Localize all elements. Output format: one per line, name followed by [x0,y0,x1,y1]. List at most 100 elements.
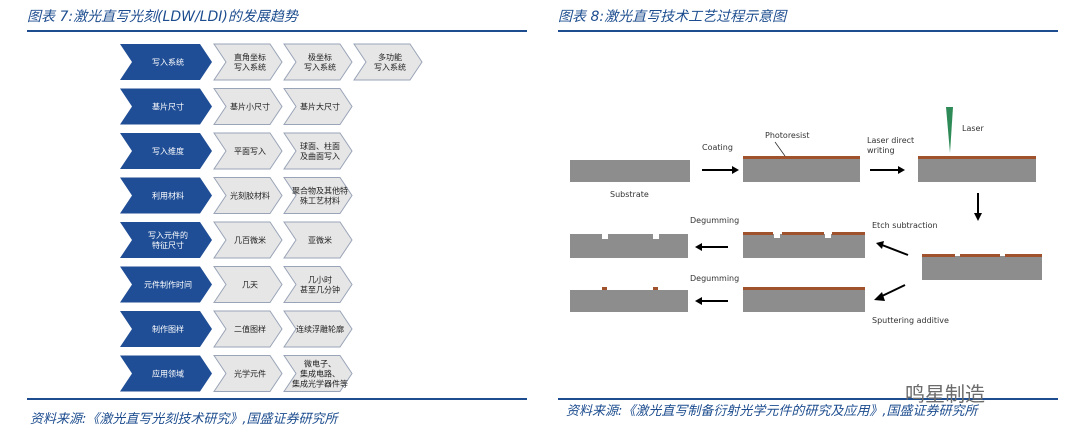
substrate-block-4 [922,256,1042,280]
row-header-label: 写入维度 [152,146,184,156]
deposit-bump-8b [653,287,658,290]
photoresist-layer-3 [918,156,1036,159]
row-cell-label: 光刻胶材料 [230,190,270,200]
row-cell-label: 微电子、集成电路、集成光学器件等 [292,358,348,388]
substrate-block-3 [918,158,1036,182]
trend-row: 基片尺寸基片小尺寸基片大尺寸 [120,88,353,125]
row-header-chevron [120,355,212,392]
row-header-chevron [120,44,212,80]
row-cell-chevron [283,221,353,259]
row-cell-label: 基片大尺寸 [300,101,340,111]
row-cell-label: 几天 [242,280,258,289]
arrow-sputter [879,284,906,298]
row-cell-chevron [213,132,283,170]
trend-row: 写入系统 直角坐标写入系统 极坐标写入系统 多功能写入系统 [120,43,423,81]
row-header-label: 基片尺寸 [152,101,184,111]
left-figure-source: 资料来源:《激光直写光刻技术研究》,国盛证券研究所 [30,412,338,427]
row-cell-chevron [213,355,283,392]
row-cell-chevron [283,132,353,170]
trend-row: 元件制作时间 几天 几小时甚至几分钟 [120,266,353,303]
row-cell-chevron [213,310,283,348]
row-header-chevron [120,88,212,125]
row-cell-chevron [283,310,353,348]
trend-row: 应用领域 光学元件 微电子、集成电路、集成光学器件等 [120,355,353,392]
right-figure-source: 资料来源:《激光直写制备衍射光学元件的研究及应用》,国盛证券研究所 [566,404,978,419]
left-source-rule [27,398,527,400]
arrow-down-head [974,213,982,221]
row-cell-label: 二值图样 [234,324,266,334]
label-photoresist: Photoresist [765,131,810,140]
row-header-label: 应用领域 [152,368,184,378]
photoresist-layer-7 [743,287,865,290]
row-header-chevron [120,177,212,214]
substrate-block-7 [743,290,865,312]
arrow-coating-head [732,166,739,174]
row-cell-chevron [213,266,283,303]
row-cell-label: 几小时甚至几分钟 [300,274,340,294]
deposit-bump-8a [602,287,607,290]
arrow-degum-2-head [695,297,702,305]
row-cell-chevron [283,266,353,303]
row-cell-chevron [283,88,353,125]
right-title-rule [558,30,1058,32]
etch-notch-6b [653,234,659,239]
ldw-trend-diagram: 写入系统 直角坐标写入系统 极坐标写入系统 多功能写入系统基片尺寸基片小尺寸基片大尺寸… [120,43,423,392]
row-header-chevron [120,222,212,258]
trend-row: 利用材料 光刻胶材料 聚合物及其他特殊工艺材料 [120,177,353,214]
photoresist-layer-5a [743,232,773,235]
label-degumming-2: Degumming [690,274,739,283]
row-header-label: 利用材料 [152,190,184,200]
label-laser-direct: Laser direct [867,136,914,145]
row-header-label: 写入系统 [152,57,184,67]
label-coating: Coating [702,143,733,152]
trend-row: 写入维度 平面写入 球面、柱面及曲面写入 [120,132,353,170]
row-cell-chevron [213,221,283,259]
photoresist-layer-4c [1005,254,1042,257]
row-header-chevron [120,133,212,169]
left-figure-title: 图表 7:激光直写光刻(LDW/LDI)的发展趋势 [27,9,298,25]
row-header-label: 元件制作时间 [144,279,192,289]
row-cell-label: 多功能写入系统 [374,52,406,72]
row-cell-label: 聚合物及其他特殊工艺材料 [292,185,348,205]
row-header-label: 写入元件的特征尺寸 [148,230,188,250]
laser-beam-icon [946,107,953,153]
photoresist-layer-5c [832,232,865,235]
row-cell-label: 光学元件 [234,368,266,378]
substrate-block-6 [570,234,688,258]
photoresist-layer-4a [922,254,955,257]
arrow-degum-1-head [695,243,702,251]
label-sputtering-additive: Sputtering additive [872,316,949,325]
row-cell-label: 极坐标写入系统 [304,52,336,72]
row-cell-label: 连续浮雕轮廓 [296,324,344,334]
row-header-chevron [120,266,212,303]
substrate-block-8 [570,290,688,312]
row-cell-chevron [283,43,353,81]
label-substrate: Substrate [610,190,649,199]
photoresist-layer-5b [782,232,824,235]
row-cell-label: 直角坐标写入系统 [234,52,266,72]
watermark: 鸣星制造 [905,382,985,406]
trend-row: 制作图样二值图样连续浮雕轮廓 [120,310,353,348]
arrow-etch [881,244,909,256]
photoresist-layer-2 [743,156,860,159]
row-cell-chevron [213,177,283,214]
etch-notch-6a [602,234,608,239]
substrate-block-1 [570,160,690,182]
ldw-process-diagram: Substrate Coating Photoresist Laser dire… [570,107,1042,325]
left-title-rule [27,30,527,32]
row-cell-chevron [353,43,423,81]
row-cell-label: 球面、柱面及曲面写入 [300,141,340,161]
label-writing: writing [867,146,895,155]
arrow-laser-head [898,166,905,174]
row-cell-label: 平面写入 [234,147,266,156]
substrate-block-5 [743,234,865,258]
label-degumming-1: Degumming [690,216,739,225]
row-header-chevron [120,311,212,347]
photoresist-pointer [774,141,786,157]
row-cell-label: 亚微米 [308,235,332,245]
substrate-block-2 [743,158,860,182]
photoresist-layer-4b [960,254,1000,257]
etch-notch-5a [774,232,780,238]
row-cell-chevron [283,355,353,392]
right-source-rule [558,398,1058,400]
